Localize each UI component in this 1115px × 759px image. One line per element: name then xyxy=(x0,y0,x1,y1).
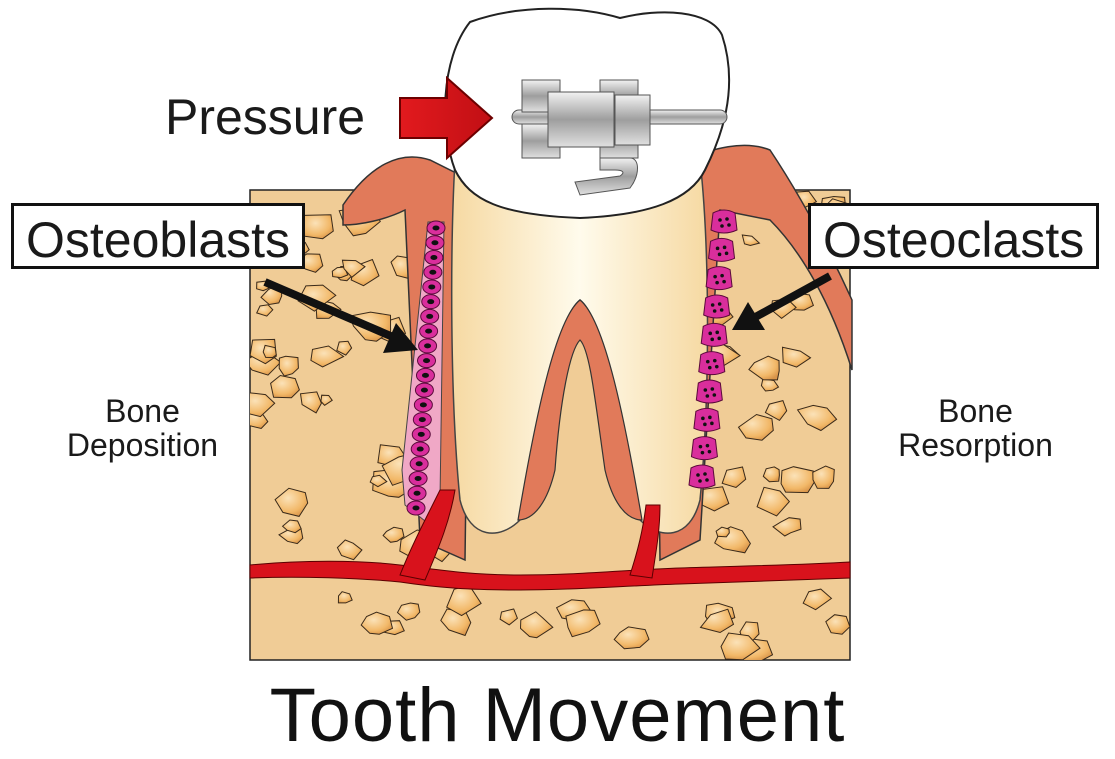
bone-pocket xyxy=(263,345,276,357)
bone-deposition-line-1: Bone xyxy=(45,395,240,429)
osteoclast-cell xyxy=(689,465,715,488)
osteoblast-nucleus xyxy=(429,270,436,275)
osteoclast-nucleus xyxy=(701,417,705,421)
osteoclast-nucleus xyxy=(710,422,714,426)
osteoclast-nucleus xyxy=(727,223,731,227)
osteoclast-cell xyxy=(711,210,737,233)
osteoclast-cell xyxy=(691,437,717,460)
osteoclast-cell xyxy=(701,323,727,346)
osteoclast-nucleus xyxy=(725,252,729,256)
osteoclast-nucleus xyxy=(715,365,719,369)
osteoclast-nucleus xyxy=(706,394,710,398)
osteoblast-nucleus xyxy=(423,358,430,363)
osteoclasts-label: Osteoclasts xyxy=(808,203,1099,269)
osteoclast-nucleus xyxy=(713,359,717,363)
osteoblast-nucleus xyxy=(420,402,427,407)
osteoclast-cell xyxy=(709,238,735,261)
osteoclast-cell xyxy=(694,408,720,431)
osteoclast-cell xyxy=(699,352,725,375)
osteoclast-nucleus xyxy=(720,224,724,228)
osteoclast-cell xyxy=(696,380,722,403)
osteoclast-nucleus xyxy=(708,366,712,370)
osteoblast-nucleus xyxy=(416,461,423,466)
osteoclast-nucleus xyxy=(723,246,727,250)
osteoclast-nucleus xyxy=(716,247,720,251)
osteoblast-nucleus xyxy=(428,284,435,289)
osteoclast-nucleus xyxy=(720,274,724,278)
osteoclast-nucleus xyxy=(708,450,712,454)
osteoclast-nucleus xyxy=(718,253,722,257)
pressure-label: Pressure xyxy=(165,88,365,146)
osteoclast-nucleus xyxy=(715,331,719,335)
osteoclast-nucleus xyxy=(706,360,710,364)
osteoblasts-label: Osteoblasts xyxy=(11,203,305,269)
osteoclast-nucleus xyxy=(710,338,714,342)
osteoclast-nucleus xyxy=(715,281,719,285)
osteoclast-nucleus xyxy=(706,444,710,448)
osteoblast-nucleus xyxy=(430,255,437,260)
osteoblast-nucleus xyxy=(422,373,429,378)
osteoclast-nucleus xyxy=(713,275,717,279)
osteoblast-nucleus xyxy=(418,432,425,437)
osteoblast-nucleus xyxy=(413,506,420,511)
osteoclast-cell xyxy=(706,267,732,290)
osteoclast-nucleus xyxy=(705,478,709,482)
bone-resorption-line-2: Resorption xyxy=(878,429,1073,463)
osteoclast-nucleus xyxy=(713,393,717,397)
osteoclast-nucleus xyxy=(722,280,726,284)
osteoclast-nucleus xyxy=(696,473,700,477)
osteoclast-nucleus xyxy=(704,388,708,392)
osteoblast-nucleus xyxy=(414,491,421,496)
osteoclast-nucleus xyxy=(703,472,707,476)
osteoblast-nucleus xyxy=(431,240,438,245)
osteoclast-nucleus xyxy=(718,218,722,222)
osteoclast-nucleus xyxy=(713,309,717,313)
osteoblast-nucleus xyxy=(424,343,431,348)
osteoclast-nucleus xyxy=(699,445,703,449)
bone-resorption-line-1: Bone xyxy=(878,395,1073,429)
diagram-title: Tooth Movement xyxy=(0,672,1115,759)
osteoblast-nucleus xyxy=(427,299,434,304)
osteoblast-nucleus xyxy=(426,314,433,319)
osteoclast-nucleus xyxy=(717,337,721,341)
osteoclast-nucleus xyxy=(698,479,702,483)
osteoclast-nucleus xyxy=(701,451,705,455)
osteoblast-nucleus xyxy=(419,417,426,422)
osteoclast-nucleus xyxy=(711,303,715,307)
osteoclast-nucleus xyxy=(720,308,724,312)
osteoblast-nucleus xyxy=(425,329,432,334)
osteoclast-nucleus xyxy=(703,423,707,427)
osteoblast-nucleus xyxy=(421,388,428,393)
bone-resorption-label: Bone Resorption xyxy=(878,395,1073,462)
osteoblast-nucleus xyxy=(417,447,424,452)
osteoblast-nucleus xyxy=(433,226,440,231)
osteoclast-nucleus xyxy=(708,416,712,420)
osteoblast-nucleus xyxy=(415,476,422,481)
osteoclast-nucleus xyxy=(718,302,722,306)
bone-deposition-line-2: Deposition xyxy=(45,429,240,463)
bone-pocket xyxy=(781,467,815,493)
osteoclast-cell xyxy=(704,295,730,318)
osteoclast-nucleus xyxy=(725,217,729,221)
osteoclast-nucleus xyxy=(708,332,712,336)
osteoclast-nucleus xyxy=(711,387,715,391)
bone-deposition-label: Bone Deposition xyxy=(45,395,240,462)
